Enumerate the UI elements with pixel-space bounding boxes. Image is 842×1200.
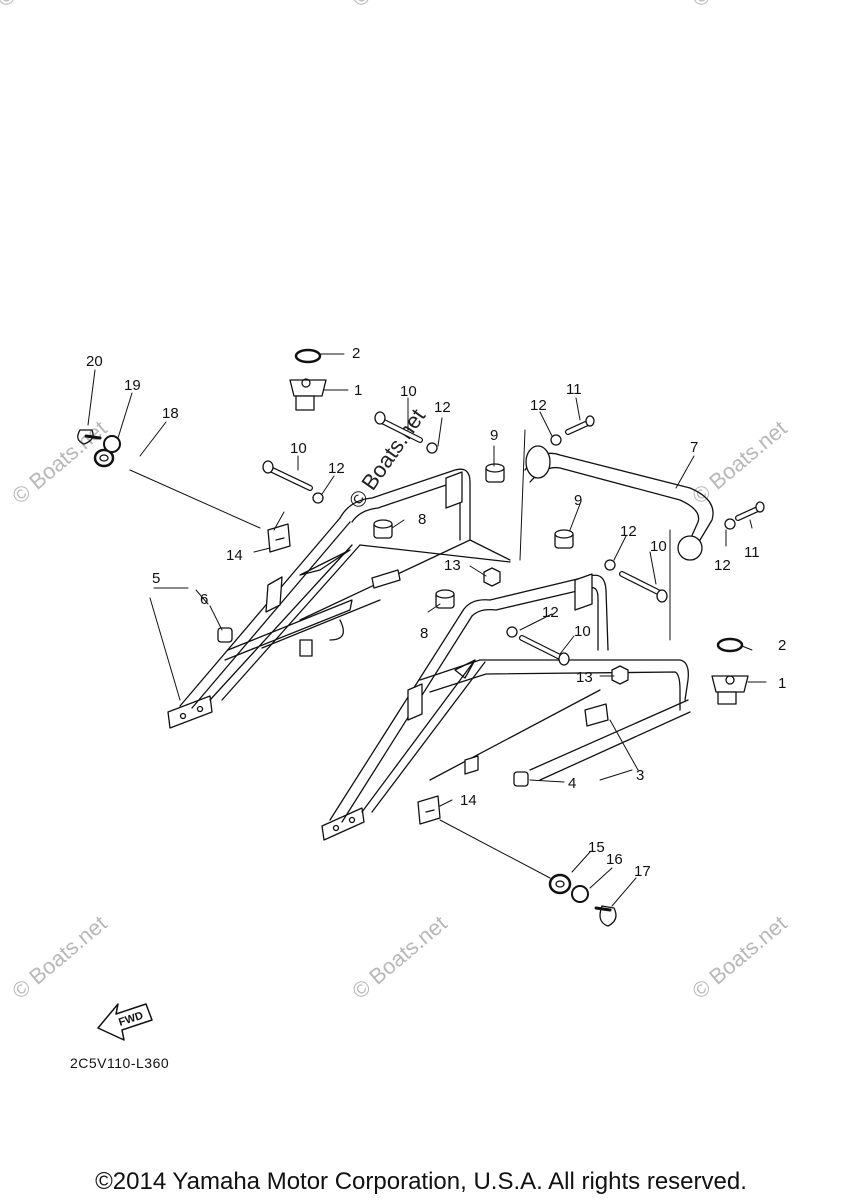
part-label-15: 15 <box>588 839 605 856</box>
part-label-16: 16 <box>606 851 623 868</box>
washer <box>507 627 517 637</box>
pin-20 <box>78 430 100 444</box>
part-label-12: 12 <box>434 399 451 416</box>
diagram-code: 2C5V110-L360 <box>70 1055 170 1071</box>
part-label-10: 10 <box>290 440 307 457</box>
nut <box>484 568 500 586</box>
collar-9-a <box>486 464 504 482</box>
part-label-4: 4 <box>568 775 576 792</box>
washer <box>725 519 735 529</box>
clip-14-a <box>268 524 290 552</box>
right-frame <box>322 574 690 840</box>
watermark: © Boats.net <box>687 911 791 1004</box>
part-label-17: 17 <box>634 863 651 880</box>
washer-16 <box>572 886 588 902</box>
part-label-12: 12 <box>714 557 731 574</box>
part-label-3: 3 <box>636 767 644 784</box>
part-label-12: 12 <box>620 523 637 540</box>
part-label-2: 2 <box>352 345 360 362</box>
part-label-20: 20 <box>86 353 103 370</box>
part-label-7: 7 <box>690 439 698 456</box>
plug-6 <box>218 628 232 642</box>
o-ring-right <box>718 639 742 651</box>
bolt-10-a <box>375 412 420 440</box>
watermark: © Boats.net <box>7 911 111 1004</box>
watermark: © Boats.net <box>347 0 451 12</box>
washer <box>427 443 437 453</box>
part-label-12: 12 <box>328 460 345 477</box>
leader-lines <box>88 354 766 906</box>
pin-17 <box>596 906 616 926</box>
part-label-11: 11 <box>566 381 582 398</box>
bolt-10-c <box>622 574 667 602</box>
rear-bar <box>525 446 713 560</box>
part-label-14: 14 <box>226 547 243 564</box>
part-label-19: 19 <box>124 377 141 394</box>
nut <box>612 666 628 684</box>
bolt-11-a <box>568 416 594 432</box>
washer-19 <box>104 436 120 452</box>
grommet-15 <box>550 875 570 893</box>
plug-4 <box>514 772 528 786</box>
part-labels: 2 1 20 19 18 10 12 9 12 11 7 10 12 8 9 1… <box>86 345 786 880</box>
bolt-10-b <box>263 461 310 488</box>
o-ring-top <box>296 350 320 362</box>
fwd-arrow-icon <box>98 1004 152 1040</box>
bolt-11-b <box>738 502 764 518</box>
clip-14-b <box>418 796 440 824</box>
part-label-18: 18 <box>162 405 179 422</box>
latch-assembly-right <box>712 676 748 704</box>
washer <box>313 493 323 503</box>
part-label-1: 1 <box>778 675 786 692</box>
part-label-10: 10 <box>650 538 667 555</box>
watermark: © Boats.net <box>347 911 451 1004</box>
part-label-8: 8 <box>420 625 428 642</box>
copyright-notice: ©2014 Yamaha Motor Corporation, U.S.A. A… <box>95 1168 747 1195</box>
part-label-11: 11 <box>744 544 760 561</box>
part-label-14: 14 <box>460 792 477 809</box>
part-label-13: 13 <box>444 557 461 574</box>
collar-9-b <box>555 530 573 548</box>
washer <box>605 560 615 570</box>
latch-assembly-top <box>290 379 326 410</box>
part-label-2: 2 <box>778 637 786 654</box>
part-label-5: 5 <box>152 570 160 587</box>
part-label-12: 12 <box>530 397 547 414</box>
grommet-18 <box>95 450 113 466</box>
part-label-1: 1 <box>354 382 362 399</box>
part-label-10: 10 <box>574 623 591 640</box>
part-label-6: 6 <box>200 591 208 608</box>
collar-8-a <box>374 520 392 538</box>
part-label-13: 13 <box>576 669 593 686</box>
part-label-10: 10 <box>400 383 417 400</box>
watermark: © Boats.net <box>0 0 97 12</box>
left-frame <box>168 469 510 728</box>
watermark: © Boats.net <box>687 0 791 12</box>
part-label-9: 9 <box>574 492 582 509</box>
part-label-12: 12 <box>542 604 559 621</box>
part-label-9: 9 <box>490 427 498 444</box>
part-label-8: 8 <box>418 511 426 528</box>
washer <box>551 435 561 445</box>
bolt-10-d <box>522 638 569 665</box>
